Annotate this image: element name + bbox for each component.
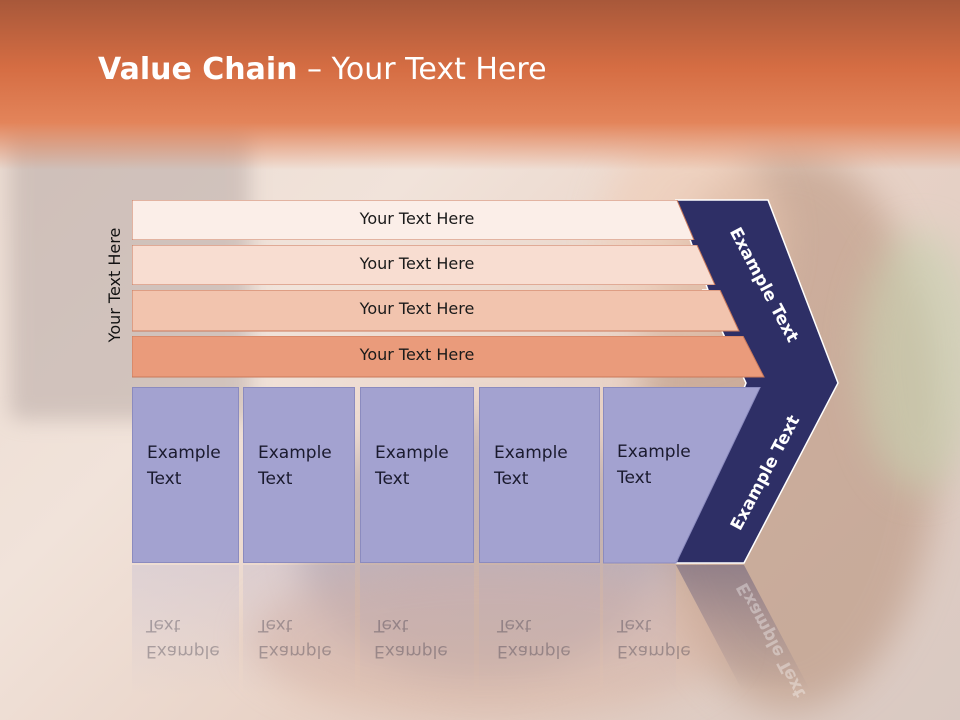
reflection-text-4-line1: Example	[497, 641, 571, 661]
bar-2[interactable]: Your Text Here	[132, 245, 717, 285]
reflection-text-4: Example Text	[497, 612, 571, 664]
reflection-2	[243, 565, 355, 695]
slide-title: Value Chain – Your Text Here	[98, 52, 547, 87]
reflection-text-2-line2: Text	[258, 615, 293, 635]
title-rest: – Your Text Here	[297, 52, 547, 87]
title-bar	[0, 0, 960, 170]
reflection-text-4-line2: Text	[497, 615, 532, 635]
reflection-text-1: Example Text	[146, 612, 220, 664]
reflection-3	[360, 565, 474, 695]
activity-box-2-line1: Example	[258, 443, 332, 463]
bar-3-shape	[132, 290, 740, 332]
background-foliage	[860, 230, 960, 490]
activity-box-4-line2: Text	[494, 469, 529, 489]
activity-box-3-line2: Text	[375, 469, 410, 489]
reflection-text-2: Example Text	[258, 612, 332, 664]
bar-3-label: Your Text Here	[359, 299, 475, 318]
bar-1-label: Your Text Here	[359, 209, 475, 228]
reflection-text-5-line1: Example	[617, 641, 691, 661]
background-arm	[250, 560, 730, 720]
reflection-1	[132, 565, 239, 695]
bar-2-shape	[132, 245, 716, 285]
bar-3[interactable]: Your Text Here	[132, 290, 742, 332]
activity-box-4-line1: Example	[494, 443, 568, 463]
activity-box-5-line1: Example	[617, 442, 691, 462]
activity-box-1-line2: Text	[147, 469, 182, 489]
bar-2-label: Your Text Here	[359, 254, 475, 273]
reflection-5	[603, 565, 676, 695]
reflection-text-3-line1: Example	[374, 641, 448, 661]
activity-box-3-line1: Example	[375, 443, 449, 463]
reflection-text-5-line2: Text	[617, 615, 652, 635]
bar-4-shape	[132, 336, 765, 378]
reflection-4	[479, 565, 600, 695]
bar-4[interactable]: Your Text Here	[132, 336, 767, 378]
reflection-text-3: Example Text	[374, 612, 448, 664]
chevron-reflection	[676, 565, 810, 690]
activity-box-5-svg	[603, 387, 761, 564]
reflection-text-3-line2: Text	[374, 615, 409, 635]
title-bold: Value Chain	[98, 52, 298, 87]
activity-box-5-shape	[603, 387, 761, 564]
bar-1-shape	[132, 200, 695, 240]
reflection-text-1-line2: Text	[146, 615, 181, 635]
activity-box-5-line2: Text	[617, 468, 652, 488]
activity-box-2-line2: Text	[258, 469, 293, 489]
bar-4-label: Your Text Here	[359, 345, 475, 364]
bar-1[interactable]: Your Text Here	[132, 200, 697, 240]
reflection-text-5: Example Text	[617, 612, 691, 664]
activity-box-1-line1: Example	[147, 443, 221, 463]
reflection-text-1-line1: Example	[146, 641, 220, 661]
reflection-text-2-line1: Example	[258, 641, 332, 661]
